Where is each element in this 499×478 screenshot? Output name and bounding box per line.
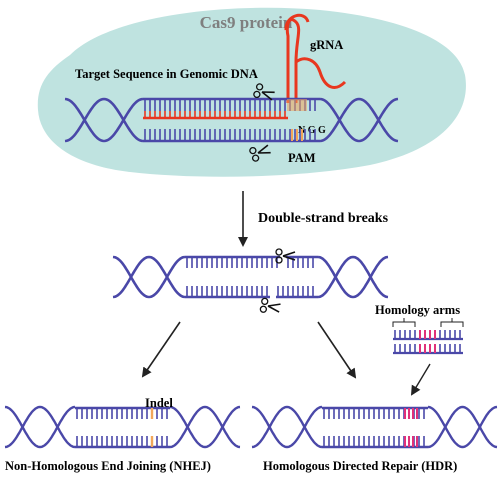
- target-sequence-label: Target Sequence in Genomic DNA: [75, 67, 258, 81]
- arrow-to-hdr-icon: [317, 321, 357, 379]
- dna2-right-helix-strand-a: [317, 255, 389, 299]
- hdr-label: Homologous Directed Repair (HDR): [263, 459, 457, 473]
- arrow-to-nhej-icon: [141, 321, 181, 378]
- dna-hdr-result: [251, 405, 498, 449]
- cas9-title: Cas9 protein: [200, 13, 293, 32]
- double-strand-breaks-label: Double-strand breaks: [258, 211, 389, 226]
- pam-label: PAM: [288, 151, 316, 165]
- scissors-icon: [275, 248, 296, 264]
- cas9-protein-shape: [37, 7, 466, 177]
- homology-arm-bracket-right: [440, 318, 464, 327]
- dna4-right-helix-strand-b: [427, 405, 498, 449]
- dna-double-strand-break: [112, 255, 389, 299]
- grna-structure: [284, 13, 347, 103]
- dna1-right-helix-strand-a: [319, 97, 399, 143]
- dna4-right-helix-strand-a: [427, 405, 498, 449]
- dna-nhej-result: [4, 405, 241, 449]
- dna3-left-helix-strand-a: [4, 405, 76, 449]
- dna3-right-helix-strand-b: [169, 405, 241, 449]
- indel-label: Indel: [145, 396, 173, 410]
- scissors-icon: [259, 297, 281, 313]
- dna1-left-helix-strand-a: [64, 97, 144, 143]
- dna1-left-helix-strand-b: [64, 97, 144, 143]
- dna3-left-helix-strand-b: [4, 405, 76, 449]
- arrow-donor-icon: [410, 363, 431, 396]
- dna3-right-helix-strand-a: [169, 405, 241, 449]
- ngg-label: N G G: [298, 125, 326, 136]
- nhej-label: Non-Homologous End Joining (NHEJ): [5, 459, 211, 473]
- scissors-icon: [249, 144, 271, 162]
- scissors-layer: [249, 83, 296, 313]
- hdr-donor-template: [393, 330, 463, 355]
- dna2-left-helix-strand-b: [112, 255, 186, 299]
- dna4-left-helix-strand-a: [251, 405, 323, 449]
- dna4-left-helix-strand-b: [251, 405, 323, 449]
- dna2-right-helix-strand-b: [317, 255, 389, 299]
- pam-top-highlight: [287, 99, 307, 111]
- dna1-right-helix-strand-b: [319, 97, 399, 143]
- dna2-left-helix-strand-a: [112, 255, 186, 299]
- scissors-icon: [253, 83, 275, 101]
- homology-arm-bracket-left: [392, 318, 416, 327]
- grna-label: gRNA: [310, 38, 343, 52]
- genomic-dna-top: [64, 97, 399, 143]
- homology-arms-label: Homology arms: [375, 303, 460, 317]
